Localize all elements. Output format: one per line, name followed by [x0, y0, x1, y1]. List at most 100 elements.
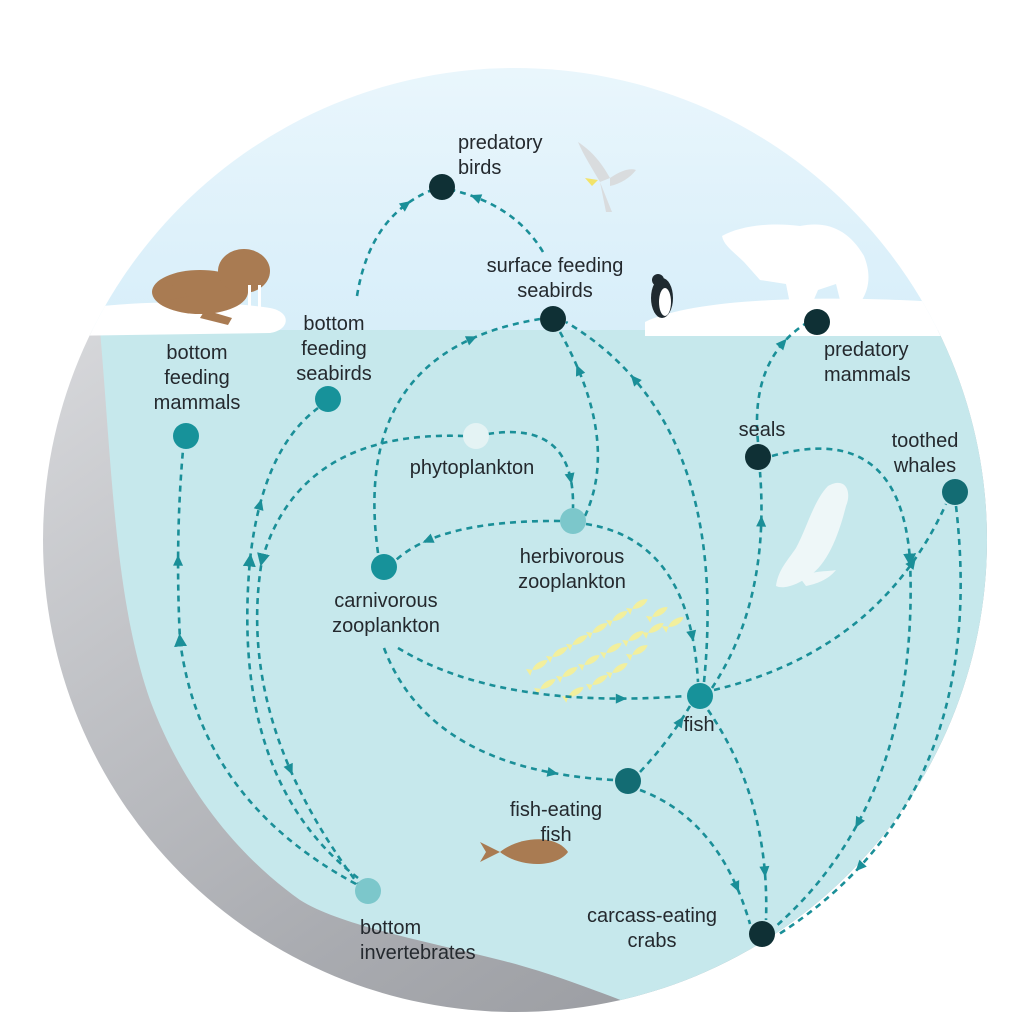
link-herbivorous-zooplankton-to-carnivorous-zooplankton: [395, 519, 561, 561]
school-fish: [566, 635, 588, 651]
label-predatory-birds-line-2: birds: [458, 157, 501, 179]
halibut-illustration: [480, 839, 568, 864]
link-bottom-invertebrates-to-bottom-feeding-mammals: [174, 449, 357, 886]
link-carnivorous-zooplankton-to-surface-feeding-seabirds: [373, 317, 541, 554]
label-predatory-birds-line-1: predatory: [458, 132, 543, 154]
arrowhead-phytoplankton-to-herbivorous-zooplankton: [564, 472, 575, 485]
school-fish: [586, 675, 608, 691]
label-carnivorous-zooplankton-line-1: carnivorous: [334, 590, 437, 612]
label-toothed-whales-line-2: whales: [893, 455, 956, 477]
link-bottom-feeding-seabirds-to-predatory-birds: [355, 188, 433, 297]
label-carnivorous-zooplankton-line-2: zooplankton: [332, 615, 440, 637]
node-predatory-birds: [429, 174, 455, 200]
label-herbivorous-zooplankton-line-1: herbivorous: [520, 546, 625, 568]
arrowhead-fish-eating-fish-to-fish: [673, 716, 684, 729]
label-surface-feeding-seabirds-line-2: seabirds: [517, 280, 593, 302]
link-seals-to-carcass-eating-crabs: [771, 447, 917, 929]
school-fish: [556, 667, 578, 683]
arrowhead-carnivorous-zooplankton-to-surface-feeding-seabirds: [464, 336, 478, 346]
node-bottom-invertebrates: [355, 878, 381, 904]
node-phytoplankton: [463, 423, 489, 449]
label-bottom-invertebrates-line-2: invertebrates: [360, 942, 476, 964]
link-bottom-invertebrates-to-bottom-feeding-seabirds: [242, 406, 359, 880]
arrowhead-phytoplankton-to-bottom-invertebrates: [283, 762, 293, 775]
arrowhead-fish-eating-fish-to-carcass-eating-crabs: [730, 880, 740, 893]
node-toothed-whales: [942, 479, 968, 505]
arrowhead-carnivorous-zooplankton-to-fish: [615, 693, 627, 704]
label-carcass-eating-crabs-line-1: carcass-eating: [587, 905, 717, 927]
link-herbivorous-zooplankton-to-fish: [585, 522, 700, 683]
school-fish: [626, 599, 648, 615]
link-fish-eating-fish-to-carcass-eating-crabs: [639, 788, 752, 925]
school-fish: [662, 617, 684, 633]
arrowhead-bottom-feeding-seabirds-to-predatory-birds: [398, 201, 411, 212]
label-toothed-whales-line-1: toothed: [892, 430, 959, 452]
label-bottom-feeding-seabirds-line-1: bottom: [303, 313, 364, 335]
label-bottom-feeding-seabirds-line-3: seabirds: [296, 363, 372, 385]
link-fish-to-seals: [710, 471, 763, 689]
label-predatory-mammals-line-1: predatory: [824, 339, 909, 361]
arrowhead-herbivorous-zooplankton-to-carnivorous-zooplankton: [422, 533, 435, 543]
label-bottom-feeding-mammals-line-3: mammals: [154, 392, 241, 414]
label-phytoplankton-line-1: phytoplankton: [410, 457, 535, 479]
arrowhead-bottom-invertebrates-to-bottom-feeding-seabirds: [253, 498, 264, 511]
arrowhead-carnivorous-zooplankton-to-fish-eating-fish: [546, 766, 559, 777]
arrowhead-herbivorous-zooplankton-to-fish: [686, 629, 697, 642]
link-carnivorous-zooplankton-to-fish-eating-fish: [382, 647, 615, 782]
label-carcass-eating-crabs-line-2: crabs: [628, 930, 677, 952]
label-fish-eating-fish-line-1: fish-eating: [510, 799, 602, 821]
school-fish: [534, 679, 556, 695]
label-bottom-feeding-seabirds-line-2: feeding: [301, 338, 367, 360]
school-fish: [578, 655, 600, 671]
node-carcass-eating-crabs: [749, 921, 775, 947]
arrowhead-fish-to-carcass-eating-crabs: [759, 865, 770, 878]
label-fish-eating-fish-line-2: fish: [540, 824, 571, 846]
school-fish: [622, 631, 644, 647]
gull-illustration: [578, 142, 636, 212]
label-herbivorous-zooplankton-line-2: zooplankton: [518, 571, 626, 593]
penguin-illustration: [651, 274, 673, 318]
school-fish: [646, 607, 668, 623]
label-bottom-feeding-mammals-line-1: bottom: [166, 342, 227, 364]
link-fish-to-surface-feeding-seabirds: [565, 320, 709, 683]
label-bottom-feeding-mammals-line-2: feeding: [164, 367, 230, 389]
polar-bear-illustration: [722, 224, 869, 304]
node-herbivorous-zooplankton: [560, 508, 586, 534]
node-fish: [687, 683, 713, 709]
food-web-links: [173, 188, 962, 938]
node-bottom-feeding-seabirds: [315, 386, 341, 412]
fish-school-illustration: [526, 599, 684, 703]
school-fish: [562, 687, 584, 703]
link-seals-to-predatory-mammals: [755, 322, 806, 443]
ice-floe-left: [60, 302, 286, 336]
school-fish: [600, 643, 622, 659]
arrowhead-bottom-invertebrates-to-bottom-feeding-mammals: [173, 554, 184, 566]
arrowhead-fish-to-surface-feeding-seabirds: [630, 374, 642, 387]
ice-floe-right: [645, 298, 987, 336]
arrowhead-toothed-whales-to-carcass-eating-crabs: [855, 859, 867, 872]
node-surface-feeding-seabirds: [540, 306, 566, 332]
arrowhead-fish-to-seals: [756, 515, 767, 527]
link-phytoplankton-to-herbivorous-zooplankton: [487, 430, 575, 509]
node-predatory-mammals: [804, 309, 830, 335]
school-fish: [526, 660, 548, 676]
link-fish-to-toothed-whales: [713, 503, 948, 692]
node-fish-eating-fish: [615, 768, 641, 794]
school-fish: [606, 663, 628, 679]
label-seals-line-1: seals: [739, 419, 786, 441]
food-web-nodes: [173, 174, 968, 947]
link-fish-to-carcass-eating-crabs: [706, 709, 768, 921]
arrowhead-surface-feeding-seabirds-to-predatory-birds: [470, 194, 483, 204]
seal-illustration: [776, 482, 849, 588]
school-fish: [606, 611, 628, 627]
arrowhead-seals-to-carcass-eating-crabs: [855, 815, 865, 828]
school-fish: [642, 623, 664, 639]
label-predatory-mammals-line-2: mammals: [824, 364, 911, 386]
walrus-illustration: [152, 249, 270, 325]
link-surface-feeding-seabirds-to-predatory-birds: [451, 188, 545, 253]
node-carnivorous-zooplankton: [371, 554, 397, 580]
label-bottom-invertebrates-line-1: bottom: [360, 917, 421, 939]
